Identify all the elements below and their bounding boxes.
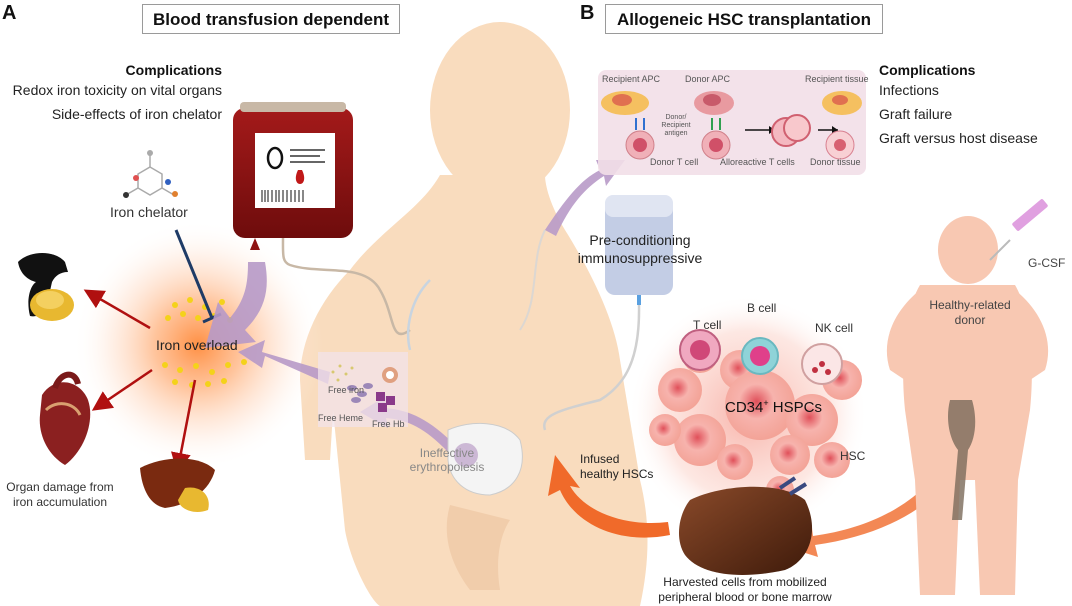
iron-chelator-label: Iron chelator [110,204,188,220]
organ-damage-line-1: Organ damage from [6,480,114,494]
panel-b-letter: B [580,2,595,24]
preconditioning-label: Pre-conditioning immunosuppressive [570,231,710,267]
antigen-line-3: antigen [664,130,688,137]
panel-a-complication-2: Side-effects of iron chelator [51,106,222,122]
donor-line-1: Healthy-related [929,298,1011,312]
b-cell-label: B cell [747,301,777,315]
recipient-tissue-label: Recipient tissue [805,74,869,84]
ineffective-erythropoiesis-label: Ineffective erythropoiesis [402,446,492,474]
panel-a-title: Blood transfusion dependent [142,4,400,34]
free-iron-label: Free iron [328,385,365,395]
blood-bag [233,102,411,336]
infused-line-1: Infused [580,452,620,466]
panel-a-complications-heading: Complications [125,62,222,78]
panel-b-title: Allogeneic HSC transplantation [605,4,883,34]
free-hb-label: Free Hb [372,419,405,429]
organ-damage-label: Organ damage from iron accumulation [0,480,120,510]
donor-tissue-label: Donor tissue [810,157,861,167]
iv-bag [406,195,673,431]
panel-a-complication-1: Redox iron toxicity on vital organs [12,82,222,98]
hsc-label: HSC [840,449,866,463]
harvested-line-1: Harvested cells from mobilized [663,575,827,589]
recipient-apc-label: Recipient APC [602,74,661,84]
panel-b-complication-3: Graft versus host disease [879,130,1038,146]
harvested-label: Harvested cells from mobilized periphera… [645,575,845,605]
harvest-bag [678,476,813,575]
panel-b-complications: Complications Infections Graft failure G… [879,62,1069,150]
t-cell-label: T cell [693,318,722,332]
nk-cell-label: NK cell [815,321,854,335]
cd34-main: CD34 [725,399,764,416]
preconditioning-line-2: immunosuppressive [577,250,703,266]
panel-a-letter: A [2,2,17,24]
panel-a-complications: Complications Redox iron toxicity on vit… [0,62,222,126]
ineffective-line-2: erythropoiesis [409,460,485,474]
preconditioning-line-1: Pre-conditioning [589,232,691,248]
gvhd-cells [601,91,862,160]
antigen-label: Donor/ Recipient antigen [655,114,697,138]
alloreactive-t-cells-label: Alloreactive T cells [720,157,795,167]
donor-apc-label: Donor APC [685,74,731,84]
antigen-line-2: Recipient [661,122,691,129]
donor-line-2: donor [954,313,986,327]
free-heme-label: Free Heme [318,413,364,423]
heart-organ [39,371,91,465]
syringe [989,199,1048,261]
iron-overload-label: Iron overload [156,337,238,353]
organ-damage-line-2: iron accumulation [12,495,108,509]
cd34-rest: HSPCs [768,399,822,416]
hspc-cells [649,329,862,504]
cd34-sup: + [763,398,769,408]
panel-b-complication-2: Graft failure [879,106,953,122]
infused-line-2: healthy HSCs [580,467,654,481]
ineffective-line-1: Ineffective [419,446,475,460]
donor-t-cell-label: Donor T cell [650,157,699,167]
harvested-line-2: peripheral blood or bone marrow [658,590,832,604]
cd34-hspcs-label: CD34+ HSPCs [725,398,822,416]
gvhd-box [598,70,866,175]
gcsf-label: G-CSF [1028,256,1066,270]
pituitary-organ [18,253,74,321]
panel-b-complications-heading: Complications [879,62,976,78]
infused-label: Infused healthy HSCs [580,452,653,482]
liver-organ [140,458,215,512]
antigen-line-1: Donor/ [665,114,687,121]
donor-label: Healthy-related donor [915,298,1025,328]
chelator-molecule [125,155,175,196]
panel-b-complication-1: Infections [879,82,939,98]
